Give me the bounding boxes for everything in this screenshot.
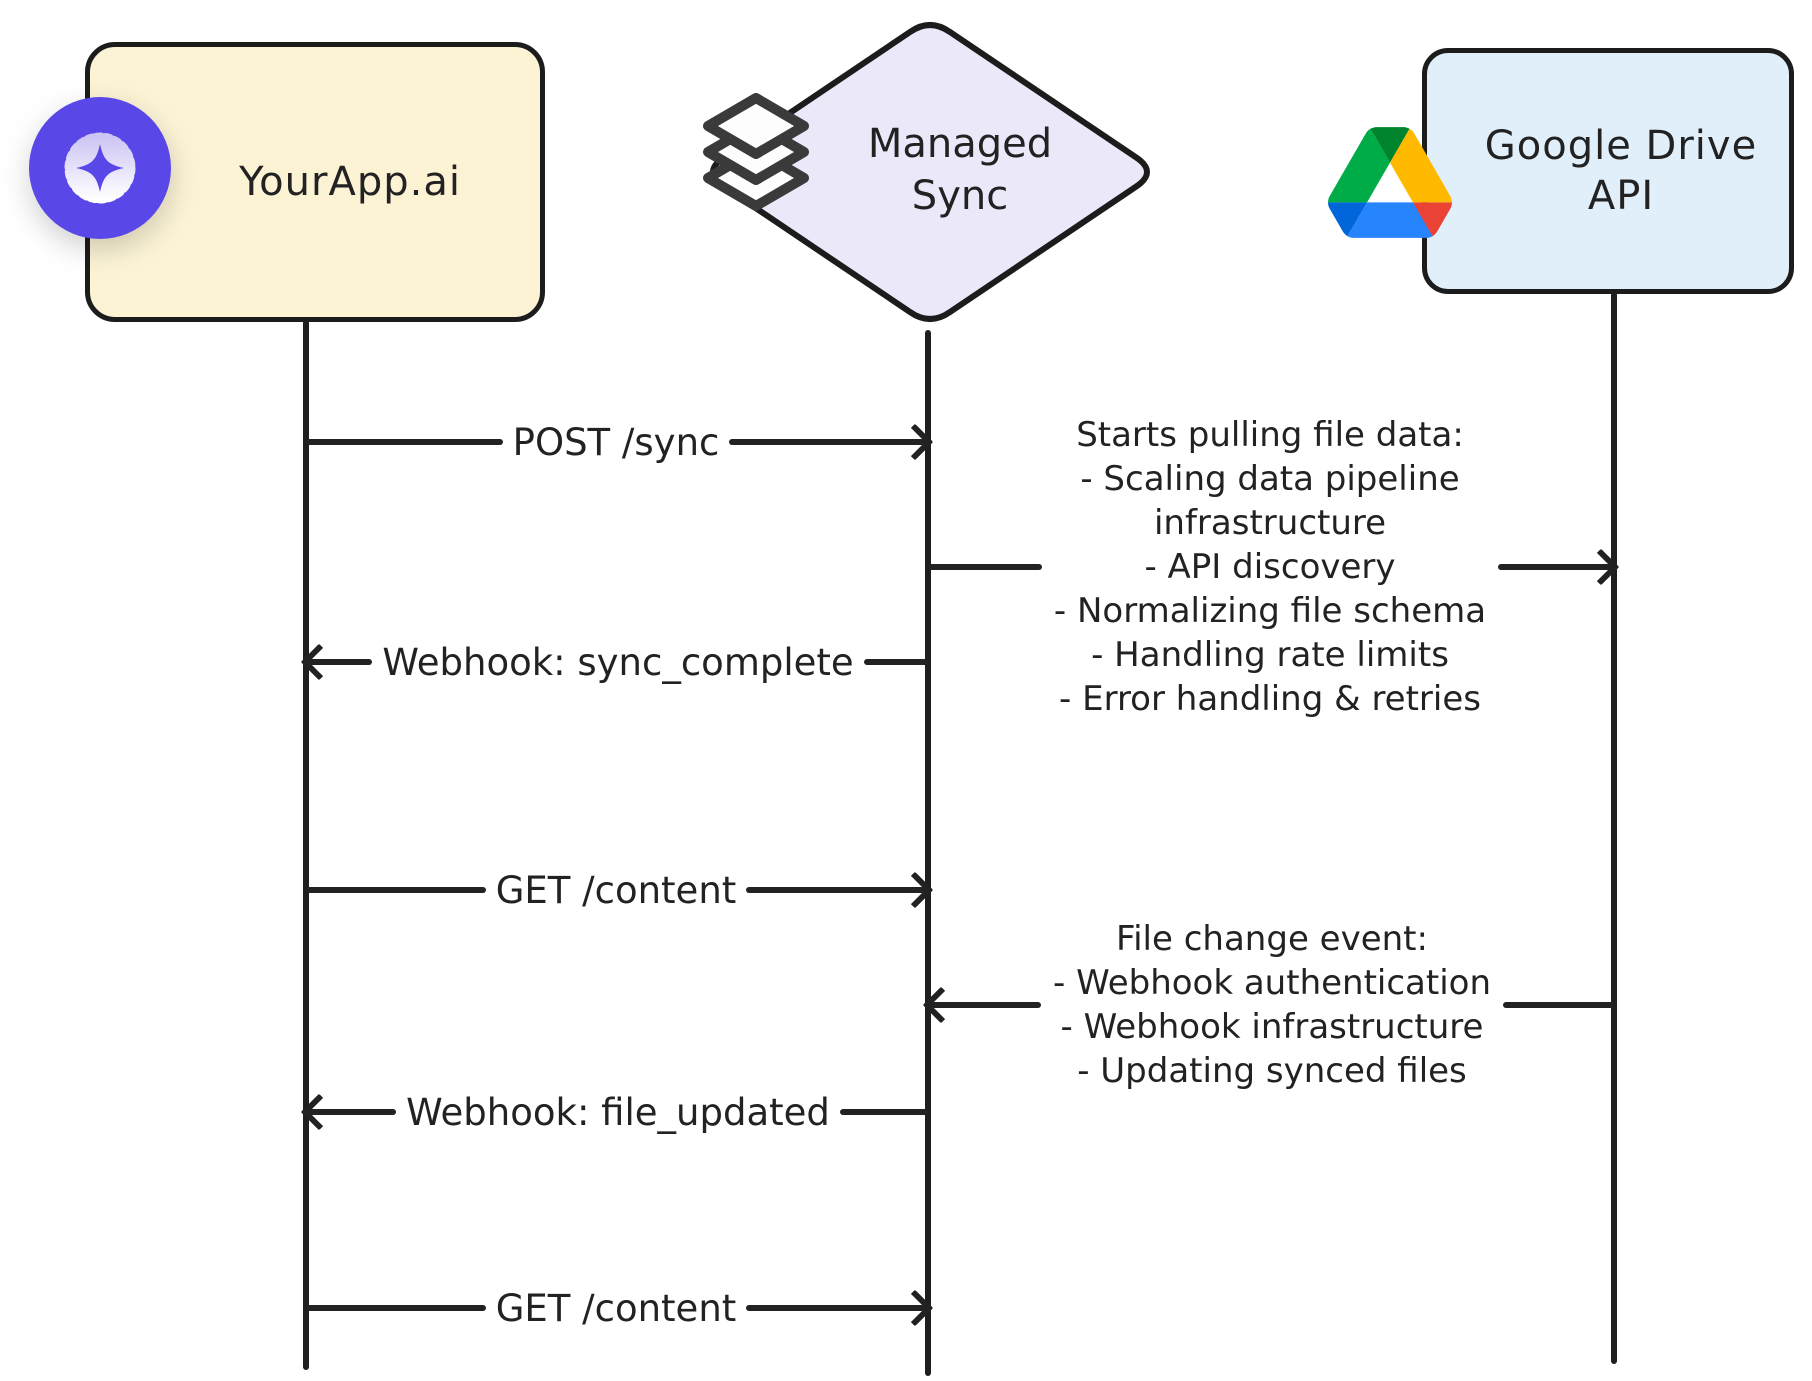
actor-google-drive-label: Google Drive API bbox=[1484, 123, 1758, 219]
arrowhead-right-icon bbox=[896, 1289, 934, 1327]
actor-yourapp-label: YourApp.ai bbox=[239, 159, 461, 205]
actor-google-drive: Google Drive API bbox=[1422, 48, 1794, 294]
arrow-line bbox=[930, 1002, 1041, 1008]
arrow-line bbox=[729, 439, 926, 445]
message-file-updated-label: Webhook: file_updated bbox=[406, 1090, 830, 1134]
arrowhead-right-icon bbox=[1582, 548, 1620, 586]
arrow-line bbox=[308, 1109, 397, 1115]
arrow-line bbox=[308, 659, 373, 665]
message-get-content-1-label: GET /content bbox=[495, 868, 737, 912]
google-drive-icon bbox=[1328, 127, 1452, 238]
note-line: - Error handling & retries bbox=[1059, 679, 1481, 719]
message-file-updated: Webhook: file_updated bbox=[300, 1082, 928, 1142]
arrow-line bbox=[1498, 564, 1613, 570]
message-get-content-2-label: GET /content bbox=[495, 1286, 737, 1330]
note-line: Starts pulling file data: bbox=[1076, 415, 1464, 455]
message-pull-file-data: Starts pulling file data: - Scaling data… bbox=[928, 413, 1620, 721]
arrow-line bbox=[1503, 1002, 1615, 1008]
arrow-line bbox=[746, 1305, 927, 1311]
note-line: File change event: bbox=[1116, 919, 1428, 959]
note-line: - Scaling data pipeline bbox=[1080, 459, 1460, 499]
note-pull-file-data: Starts pulling file data: - Scaling data… bbox=[1042, 413, 1498, 721]
arrow-line bbox=[839, 1109, 928, 1115]
yourapp-badge-icon bbox=[28, 96, 172, 240]
lifeline-google-drive bbox=[1611, 292, 1617, 1364]
message-sync-complete: Webhook: sync_complete bbox=[300, 632, 928, 692]
arrow-line bbox=[928, 564, 1042, 570]
note-line: - Handling rate limits bbox=[1091, 635, 1449, 675]
note-line: - Updating synced files bbox=[1077, 1051, 1467, 1091]
message-file-change-event: File change event: - Webhook authenticat… bbox=[922, 917, 1615, 1093]
note-line: - API discovery bbox=[1144, 547, 1396, 587]
layers-stack-icon bbox=[698, 86, 814, 232]
arrowhead-left-icon bbox=[300, 643, 338, 681]
message-get-content-2: GET /content bbox=[306, 1278, 934, 1338]
note-line: - Webhook authentication bbox=[1053, 963, 1492, 1003]
arrow-line bbox=[863, 659, 928, 665]
message-post-sync: POST /sync bbox=[306, 412, 934, 472]
actor-managed-sync bbox=[695, 10, 1165, 334]
note-file-change: File change event: - Webhook authenticat… bbox=[1041, 917, 1503, 1093]
message-post-sync-label: POST /sync bbox=[512, 420, 720, 464]
arrow-line bbox=[306, 887, 486, 893]
note-line: - Normalizing file schema bbox=[1053, 591, 1487, 631]
note-line: - Webhook infrastructure bbox=[1060, 1007, 1484, 1047]
arrowhead-left-icon bbox=[300, 1093, 338, 1131]
message-sync-complete-label: Webhook: sync_complete bbox=[382, 640, 854, 684]
arrow-line bbox=[746, 887, 927, 893]
arrowhead-left-icon bbox=[922, 986, 960, 1024]
lifeline-yourapp bbox=[303, 320, 309, 1370]
lifeline-managed-sync bbox=[925, 330, 931, 1376]
message-get-content-1: GET /content bbox=[306, 860, 934, 920]
arrowhead-right-icon bbox=[896, 871, 934, 909]
actor-managed-sync-label: Managed Sync bbox=[867, 121, 1053, 219]
arrow-line bbox=[306, 1305, 486, 1311]
arrow-line bbox=[306, 439, 503, 445]
note-line: infrastructure bbox=[1153, 503, 1387, 543]
